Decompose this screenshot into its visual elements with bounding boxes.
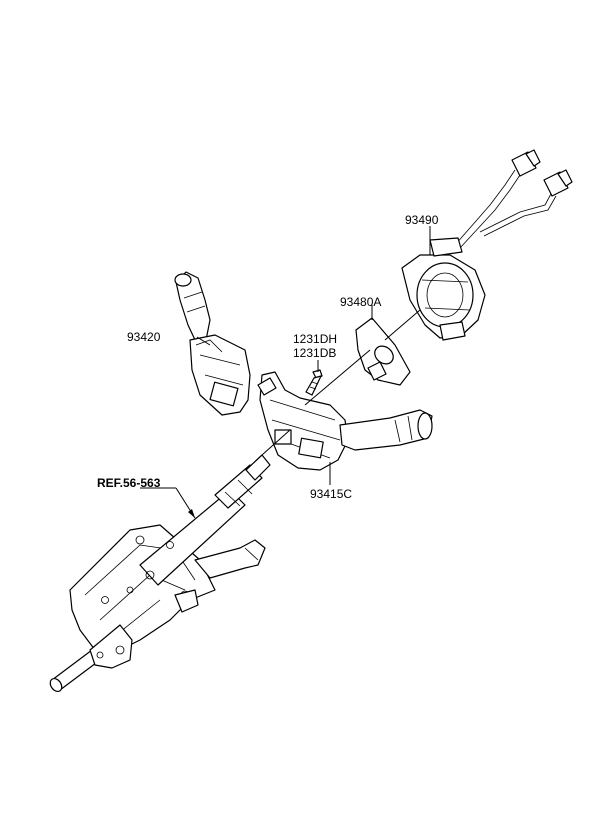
label-93415c: 93415C [310,487,352,501]
switch-body-part [257,371,433,471]
label-93480a: 93480A [340,295,381,309]
label-93420: 93420 [127,330,161,344]
assembly-axis [261,309,421,456]
label-1231dh: 1231DH [293,332,337,346]
clock-spring-part [401,149,573,341]
label-ref-56-563: REF.56-563 [97,476,161,490]
label-1231db: 1231DB [293,346,336,360]
bolt-part [305,369,323,396]
cover-plate-part [355,317,411,386]
reference-leader [140,487,196,519]
label-93490: 93490 [405,213,439,227]
leader-lines [196,226,431,485]
wiper-switch-part [174,271,251,416]
steering-column [49,454,271,693]
